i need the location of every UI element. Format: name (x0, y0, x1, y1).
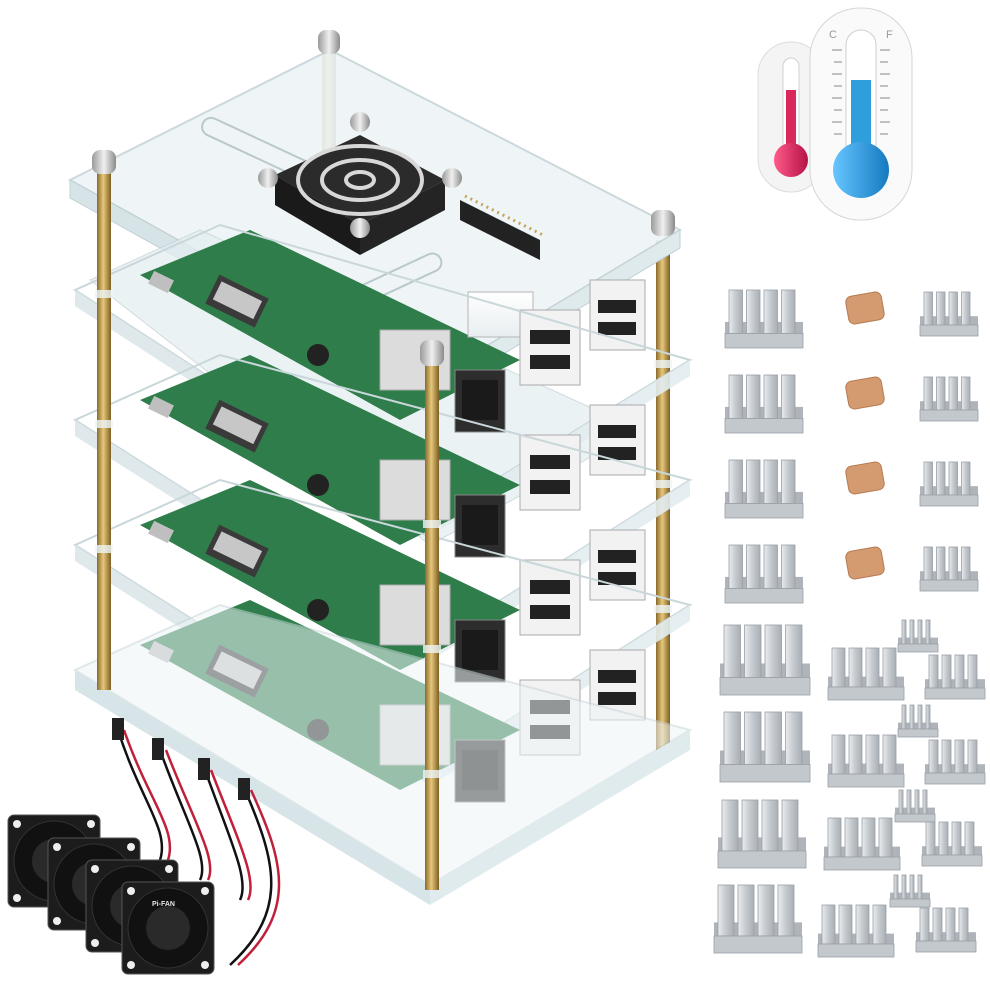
heatsink-icon (894, 789, 936, 823)
heatsink-icon (717, 799, 807, 869)
heatsink-icon (919, 291, 979, 337)
gpio-header (460, 194, 546, 260)
heatsink-icon (719, 711, 811, 783)
thermometer-unit-c: C (829, 29, 837, 41)
brass-standoff (97, 170, 111, 690)
heatsink-icon (724, 289, 804, 349)
heatsink-icon (827, 734, 905, 788)
fan-cables (112, 718, 281, 966)
heatsink-icon (919, 376, 979, 422)
acrylic-case-stack (67, 30, 693, 905)
heatsink-icon (719, 624, 811, 696)
case-fan (258, 112, 462, 255)
heatsink-icon (724, 544, 804, 604)
thermometer-icon: C F (757, 7, 913, 221)
heatsink-icon (919, 546, 979, 592)
small-fans: Pi-FAN (7, 814, 215, 975)
cap-nut (92, 30, 675, 366)
fan-brand-label: Pi-FAN (152, 901, 175, 908)
heatsink-icon (897, 619, 939, 653)
heatsink-icon (823, 817, 901, 871)
heatsink-icon (897, 704, 939, 738)
heatsink-icon (713, 884, 803, 954)
thermometer-unit-f: F (886, 29, 893, 41)
heatsink-icon (724, 374, 804, 434)
thermal-pad (845, 546, 885, 580)
heatsink-icon (924, 654, 986, 700)
heatsink-icon (919, 461, 979, 507)
heatsink-icon (827, 647, 905, 701)
thermal-pad (845, 291, 885, 325)
heatsink-icon (889, 874, 931, 908)
thermal-pad (845, 376, 885, 410)
heatsink-icon (924, 739, 986, 785)
heatsink-icon (817, 904, 895, 958)
brass-standoff (425, 360, 439, 890)
heatsink-icon (724, 459, 804, 519)
thermal-pad (845, 461, 885, 495)
heatsink-icon (921, 821, 983, 867)
heatsink-set (713, 289, 986, 958)
heatsink-icon (915, 907, 977, 953)
fan-icon: Pi-FAN (121, 881, 215, 975)
